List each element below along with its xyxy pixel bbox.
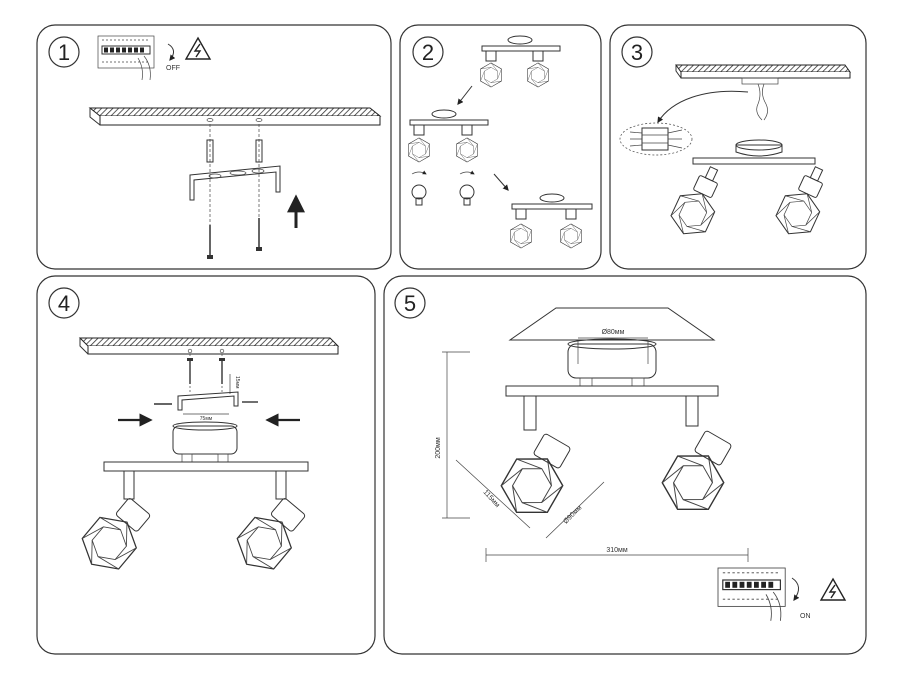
dim-bracket-height: 15мм — [234, 376, 240, 389]
mounting-bracket — [177, 391, 239, 411]
lamp-fixture — [666, 139, 836, 242]
panel-step-3: 3 — [609, 24, 867, 270]
curved-arrow-icon — [657, 90, 749, 124]
rotate-arrow-icon — [167, 43, 176, 61]
panel-step-1: 1 OFF — [36, 24, 392, 270]
arrow-icon — [493, 173, 509, 191]
dim-bracket-width: 75мм — [200, 416, 213, 422]
panel-step-4: 4 15мм 75мм — [36, 275, 376, 655]
fixture-top — [480, 35, 561, 88]
ceiling-slab — [88, 107, 382, 126]
mounting-bracket — [189, 165, 281, 201]
step-4-badge — [48, 287, 80, 319]
wall-plug-icon — [206, 139, 263, 163]
step-2-badge — [412, 36, 444, 68]
step-5-number: 5 — [404, 291, 416, 316]
lamp-fixture — [492, 338, 733, 527]
step-4-number: 4 — [58, 291, 70, 316]
ceiling-slab — [675, 64, 851, 79]
dim-total-height: 200мм — [435, 437, 442, 458]
screw-icon — [207, 218, 262, 259]
step-5-badge — [394, 287, 426, 319]
fixture-middle — [408, 109, 489, 163]
step-1-badge — [48, 36, 80, 68]
screw-icon — [187, 358, 225, 384]
dim-total-width: 310мм — [606, 547, 627, 554]
bulb-icon — [411, 170, 475, 206]
fixture-bottom — [510, 193, 593, 249]
panel-step-2: 2 — [399, 24, 602, 270]
step-3-number: 3 — [631, 40, 643, 65]
switch-on-label: ON — [800, 613, 811, 620]
dim-canopy-diameter: Ø80мм — [602, 329, 625, 336]
wires-icon — [756, 83, 768, 121]
step-3-badge — [621, 36, 653, 68]
dimension-lines — [442, 351, 749, 562]
step-2-number: 2 — [422, 40, 434, 65]
step-1-number: 1 — [58, 40, 70, 65]
arrow-icon — [457, 85, 473, 105]
terminal-block-icon — [619, 122, 693, 156]
switch-off-label: OFF — [166, 65, 180, 72]
lamp-fixture — [72, 421, 309, 581]
panel-step-5: 5 Ø80мм — [383, 275, 867, 655]
ceiling-slab — [78, 337, 340, 355]
ceiling-plate: Ø80мм — [508, 307, 716, 364]
rotate-arrow-icon — [791, 577, 800, 601]
